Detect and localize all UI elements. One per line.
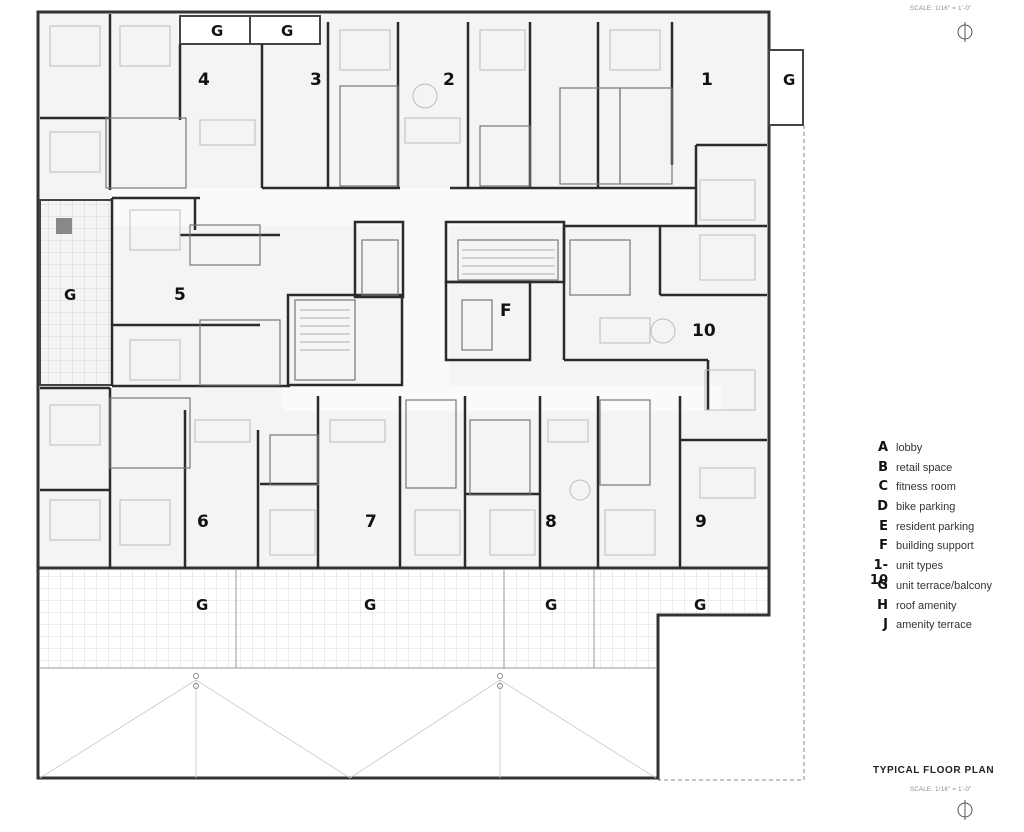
stair-treads <box>300 249 555 351</box>
legend-label: building support <box>896 540 974 553</box>
terrace-label-bottom-3: G <box>545 596 557 614</box>
partitions <box>105 85 673 496</box>
terrace-label-top-1: G <box>211 22 223 40</box>
legend-label: lobby <box>896 442 923 454</box>
legend-key: B <box>878 459 888 475</box>
unit-label-10: 10 <box>692 321 716 341</box>
legend-label: fitness room <box>896 481 956 494</box>
unit-label-9: 9 <box>695 512 707 532</box>
legend-key: 1-10 <box>869 558 888 589</box>
unit-label-7: 7 <box>365 512 377 532</box>
drawing-title: TYPICAL FLOOR PLAN <box>873 765 995 776</box>
unit-label-8: 8 <box>545 512 557 532</box>
legend-label: unit terrace/balcony <box>896 579 992 592</box>
terrace-label-bottom-1: G <box>196 596 208 614</box>
left-terrace <box>39 199 113 386</box>
furniture <box>49 25 756 556</box>
terrace-grid <box>40 570 767 668</box>
unit-label-6: 6 <box>197 512 209 532</box>
north-arrow-top <box>957 22 973 42</box>
legend-key: F <box>879 538 888 554</box>
legend-key: E <box>879 518 888 534</box>
unit-label-4: 4 <box>198 70 210 90</box>
unit-walls <box>40 14 767 568</box>
legend-label: resident parking <box>896 520 975 533</box>
unit-label-3: 3 <box>310 70 322 90</box>
terrace-label-left: G <box>64 286 76 304</box>
unit-label-5: 5 <box>174 285 186 305</box>
terrace-label-bottom-2: G <box>364 596 376 614</box>
legend-label: roof amenity <box>896 599 957 612</box>
legend-key: C <box>878 479 888 495</box>
terrace-dividers <box>40 570 656 669</box>
corridor <box>112 188 722 411</box>
scale-note-top: SCALE: 1/16" = 1'-0" <box>910 6 972 12</box>
unit-label-2: 2 <box>443 70 455 90</box>
unit-label-1: 1 <box>701 70 713 90</box>
drains <box>193 673 503 689</box>
legend-key: H <box>877 597 888 613</box>
legend-key: J <box>883 617 888 633</box>
right-balcony <box>768 49 804 126</box>
legend-key: G <box>877 577 888 593</box>
legend-label: bike parking <box>896 501 956 514</box>
site-outline <box>658 125 805 781</box>
legend-label: unit types <box>896 560 944 573</box>
terrace-label-right: G <box>783 71 795 89</box>
deck-drainage-lines <box>39 679 657 779</box>
legend-label: amenity terrace <box>896 619 972 632</box>
legend-key: D <box>877 499 888 515</box>
label-f: F <box>500 301 512 321</box>
unit-labels: 1 2 3 4 5 6 7 8 9 10 F G G G G G G G G <box>64 22 795 614</box>
legend-label: retail space <box>896 461 953 474</box>
legend-key: A <box>877 440 888 455</box>
terrace-label-bottom-4: G <box>694 596 706 614</box>
terrace-label-top-2: G <box>281 22 293 40</box>
planter <box>56 218 72 234</box>
north-arrow-bottom <box>957 800 973 820</box>
legend-row: 1-10 unit types <box>858 558 1018 588</box>
scale-note-bottom: SCALE: 1/16" = 1'-0" <box>910 787 972 793</box>
